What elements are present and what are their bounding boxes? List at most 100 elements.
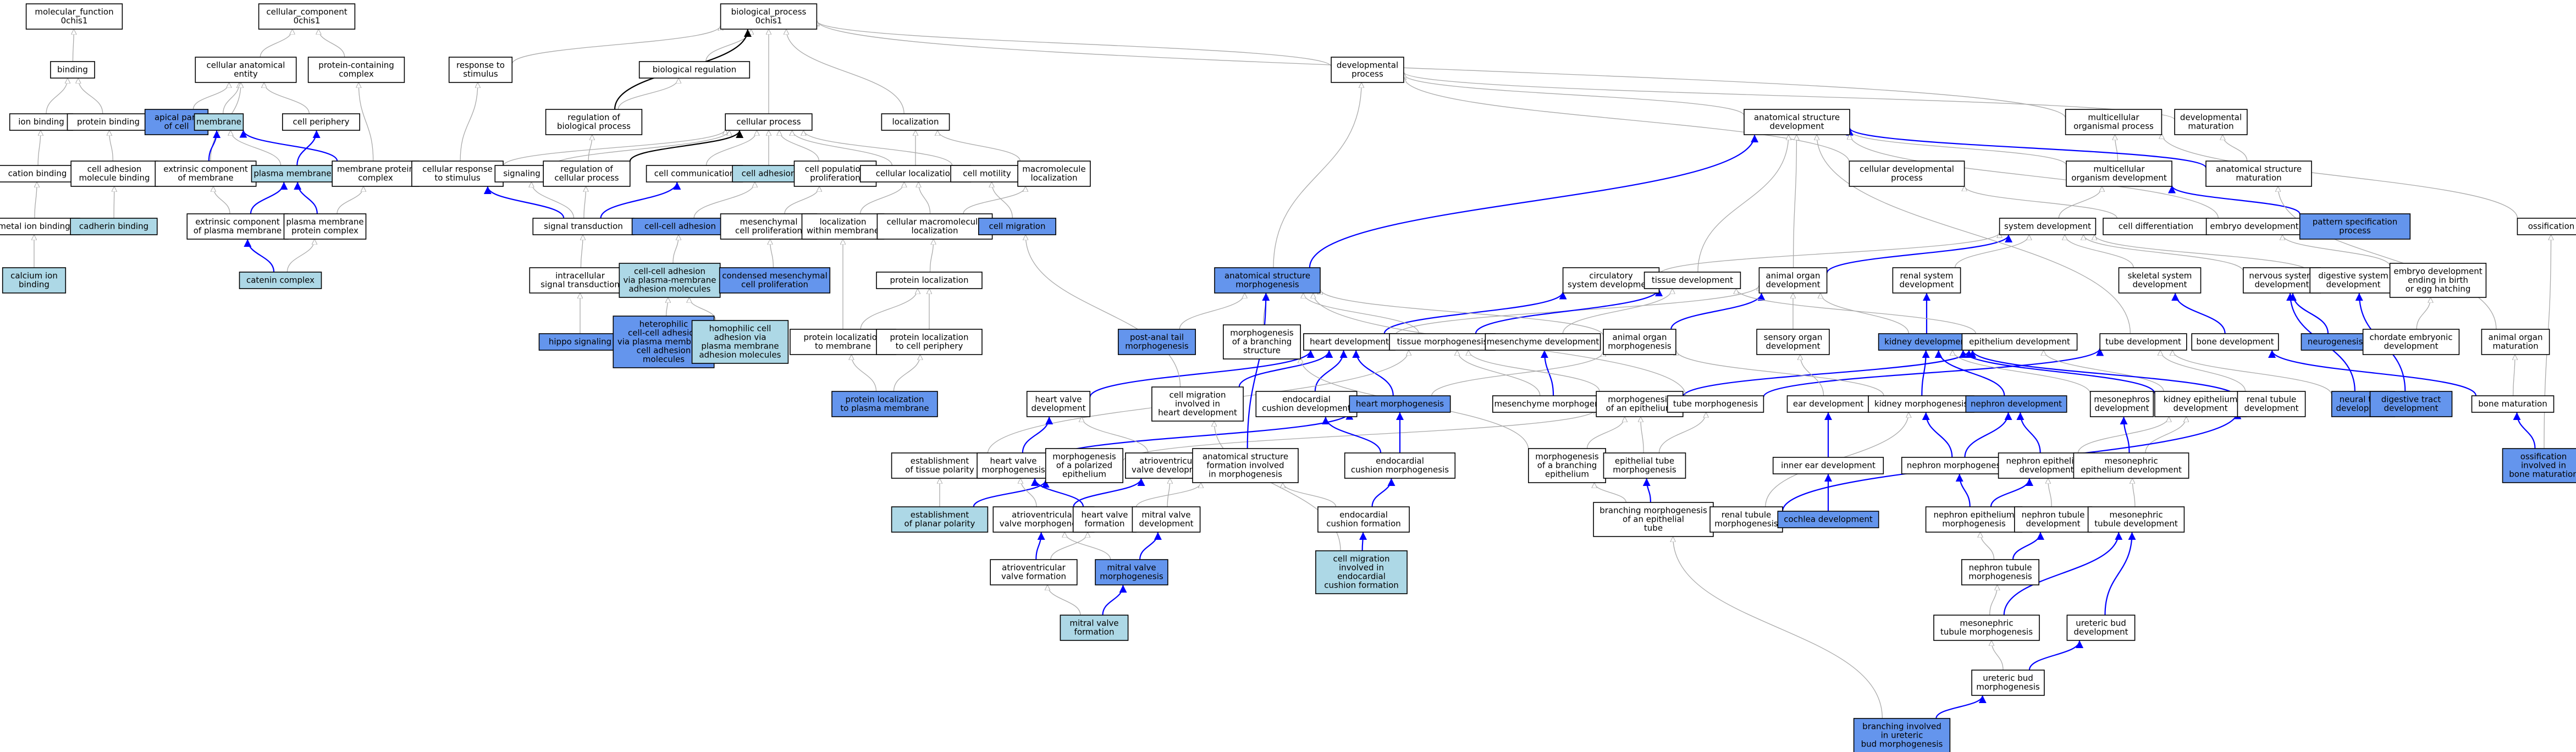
term-label-line: cell periphery xyxy=(293,117,350,126)
term-box xyxy=(543,161,631,187)
edge-part-of xyxy=(1922,412,1953,458)
term-label-line: cushion development xyxy=(1262,403,1351,413)
edge-is-a xyxy=(1050,532,1088,560)
term-label-line: tissue morphogenesis xyxy=(1397,336,1488,346)
edge-is-a xyxy=(337,186,363,214)
edge-is-a xyxy=(1800,355,1824,396)
edge-is-a xyxy=(1047,584,1081,616)
edge-part-of xyxy=(2016,412,2041,454)
term-box xyxy=(2471,395,2555,413)
edge-is-a xyxy=(792,130,893,166)
term-label-line: nephron morphogenesis xyxy=(1907,460,2007,470)
term-label-line: digestive tract xyxy=(2381,394,2441,404)
edge-is-a xyxy=(358,82,374,162)
term-label-line: heterophilic xyxy=(639,319,688,329)
term-label-line: morphogenesis xyxy=(981,465,1045,474)
term-label-line: endocardial xyxy=(1376,456,1424,466)
term-box xyxy=(307,57,405,83)
term-box xyxy=(1744,109,1850,135)
edge-part-of xyxy=(1035,532,1045,560)
edge-is-a xyxy=(286,239,315,273)
term-box xyxy=(719,267,831,294)
term-label-line: protein localization xyxy=(845,394,924,404)
term-label: tissue morphogenesis xyxy=(1397,336,1488,346)
edge-is-a xyxy=(2282,234,2391,267)
edge-is-a xyxy=(318,29,345,58)
term-label-line: plasma membrane xyxy=(253,168,331,178)
term-label-line: nephron epithelium xyxy=(2006,456,2087,466)
term-node-embryo-dev: embryo development xyxy=(2205,218,2303,235)
term-label-line: bone maturation xyxy=(2478,399,2547,408)
term-node-neurogenesis: neurogenesis xyxy=(2301,333,2370,351)
term-label-line: embryo development xyxy=(2393,266,2482,276)
edge-is-a xyxy=(1122,408,1596,462)
term-box xyxy=(186,213,289,240)
term-label-line: development xyxy=(1770,121,1824,131)
term-box xyxy=(1603,452,1686,479)
edge-part-of xyxy=(1846,128,2207,168)
edge-is-a xyxy=(817,20,1332,67)
term-box xyxy=(1643,272,1741,289)
term-label-line: protein complex xyxy=(291,225,358,235)
term-box xyxy=(978,218,1057,235)
term-node-nephron-morph: nephron morphogenesis xyxy=(1901,457,2013,474)
term-label-line: cellular localization xyxy=(876,168,956,178)
edge-is-a xyxy=(1850,130,2067,165)
term-label: binding xyxy=(57,64,88,74)
term-label-line: cell proliferation xyxy=(741,279,808,289)
term-node-ear-dev: ear development xyxy=(1786,395,1870,413)
term-box xyxy=(1901,457,2013,474)
term-label: cell migration xyxy=(989,221,1046,231)
edge-part-of xyxy=(1475,288,1663,334)
term-label-line: epithelium development xyxy=(2081,465,2182,474)
term-label-line: via plasma membrane xyxy=(617,336,710,346)
edge-is-a xyxy=(2145,416,2186,454)
term-label-line: extrinsic component xyxy=(195,217,280,226)
term-label-line: process xyxy=(1352,69,1383,79)
term-label-line: cell migration xyxy=(989,221,1046,231)
term-label-line: valve morphogenesis xyxy=(1000,518,1088,528)
term-label-line: mesenchyme development xyxy=(1487,336,1599,346)
term-label-line: development xyxy=(2326,279,2381,289)
term-label: cell adhesion xyxy=(742,168,796,178)
edge-is-a xyxy=(705,29,751,62)
term-label-line: of membrane xyxy=(178,173,233,183)
term-label-line: atrioventricular xyxy=(1002,562,1066,572)
term-node-nephron-dev: nephron development xyxy=(1965,395,2067,413)
edge-is-a xyxy=(2077,416,2169,454)
term-label: ion binding xyxy=(18,117,64,126)
term-label-line: cellular macromolecule xyxy=(886,217,983,226)
edge-is-a xyxy=(37,130,41,166)
term-label-line: system development xyxy=(1568,279,1654,289)
edge-is-a xyxy=(786,29,904,114)
term-label-line: cellular process xyxy=(736,117,801,126)
term-box xyxy=(258,3,356,30)
term-node-bone-dev: bone development xyxy=(2191,333,2279,351)
term-box xyxy=(283,213,367,240)
edge-part-of xyxy=(1959,350,2155,394)
term-box xyxy=(1303,333,1395,351)
term-label-line: organismal process xyxy=(2073,121,2154,131)
term-label-line: anatomical structure xyxy=(1202,451,1288,461)
term-label: embryo development xyxy=(2210,221,2298,231)
edge-part-of xyxy=(1964,412,2012,458)
edge-part-of xyxy=(1642,478,1652,503)
